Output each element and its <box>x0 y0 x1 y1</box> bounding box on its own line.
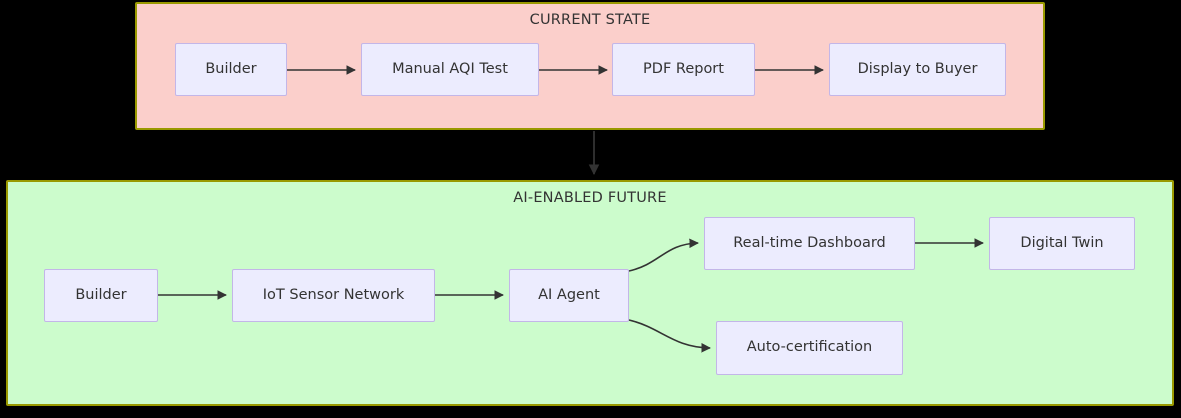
node-iot-sensor-network[interactable]: IoT Sensor Network <box>232 269 435 322</box>
node-display-to-buyer-label: Display to Buyer <box>857 60 978 77</box>
node-manual-aqi-test-label: Manual AQI Test <box>392 60 508 77</box>
node-digital-twin-label: Digital Twin <box>1020 234 1104 251</box>
subgraph-ai-enabled-future-title: AI-ENABLED FUTURE <box>513 190 667 206</box>
node-builder-current-label: Builder <box>205 60 257 77</box>
node-builder-future[interactable]: Builder <box>44 269 158 322</box>
node-ai-agent-label: AI Agent <box>538 286 600 303</box>
node-auto-certification[interactable]: Auto-certification <box>716 321 903 375</box>
node-auto-certification-label: Auto-certification <box>746 339 873 356</box>
node-iot-sensor-network-label: IoT Sensor Network <box>262 286 405 303</box>
subgraph-current-state-title: CURRENT STATE <box>529 12 651 28</box>
node-pdf-report-label: PDF Report <box>643 60 724 77</box>
node-display-to-buyer[interactable]: Display to Buyer <box>829 43 1006 96</box>
subgraph-ai-enabled-future[interactable]: AI-ENABLED FUTURE <box>6 180 1174 406</box>
node-digital-twin[interactable]: Digital Twin <box>989 217 1135 270</box>
node-builder-current[interactable]: Builder <box>175 43 287 96</box>
node-real-time-dashboard[interactable]: Real-time Dashboard <box>704 217 915 270</box>
node-real-time-dashboard-label: Real-time Dashboard <box>733 234 886 251</box>
node-manual-aqi-test[interactable]: Manual AQI Test <box>361 43 539 96</box>
node-ai-agent[interactable]: AI Agent <box>509 269 629 322</box>
node-pdf-report[interactable]: PDF Report <box>612 43 755 96</box>
node-builder-future-label: Builder <box>75 286 127 303</box>
